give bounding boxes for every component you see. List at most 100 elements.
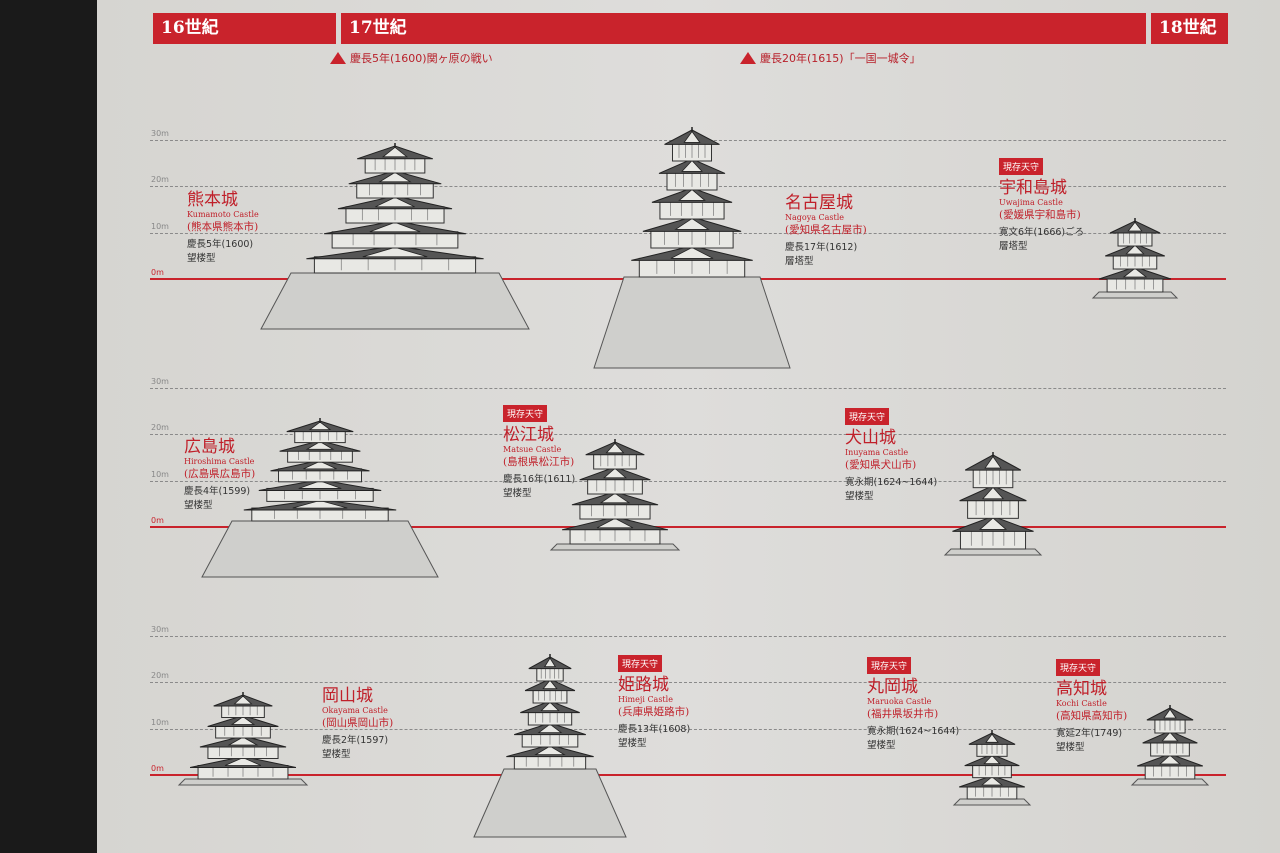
triangle-marker-icon (740, 52, 756, 64)
castle-type: 層塔型 (999, 241, 1028, 252)
castle-name: 広島城 (184, 437, 235, 457)
castle-label-nagoya: 名古屋城 Nagoya Castle (愛知県名古屋市) 慶長17年(1612)… (785, 193, 975, 269)
castle-location: (愛知県犬山市) (845, 459, 917, 471)
castle-name: 岡山城 (322, 686, 373, 706)
scale-line-t20 (150, 434, 1226, 436)
castle-english-name: Inuyama Castle (845, 448, 909, 457)
castle-label-maruoka: 現存天守 丸岡城 Maruoka Castle (福井県坂井市) 寛永期(162… (867, 654, 1057, 753)
era-16th-century: 16世紀 (153, 13, 336, 44)
extant-tenshu-badge: 現存天守 (999, 158, 1044, 175)
castle-english-name: Okayama Castle (322, 706, 388, 715)
castle-label-kochi: 現存天守 高知城 Kochi Castle (高知県高知市) 寛延2年(1749… (1056, 656, 1246, 755)
event-label: 慶長20年(1615)「一国一城令」 (760, 52, 921, 65)
castle-date: 慶長5年(1600) (187, 239, 254, 250)
castle-date: 慶長16年(1611) (503, 474, 576, 485)
castle-date: 寛永期(1624~1644) (845, 477, 938, 488)
castle-type: 望楼型 (187, 253, 216, 264)
castle-date: 慶長13年(1608) (618, 724, 691, 735)
castle-location: (島根県松江市) (503, 456, 575, 468)
event-label: 慶長5年(1600)関ヶ原の戦い (350, 52, 493, 65)
scale-line-t20 (150, 682, 1226, 684)
castle-location: (岡山県岡山市) (322, 717, 394, 729)
castle-date: 寛文6年(1666)ごろ (999, 227, 1085, 238)
triangle-marker-icon (330, 52, 346, 64)
castle-english-name: Maruoka Castle (867, 697, 932, 706)
scale-tick: 30m (151, 129, 169, 139)
castle-label-hiroshima: 広島城 Hiroshima Castle (広島県広島市) 慶長4年(1599)… (184, 437, 374, 513)
castle-label-himeji: 現存天守 姫路城 Himeji Castle (兵庫県姫路市) 慶長13年(16… (618, 652, 808, 751)
scale-line-t10 (150, 480, 1226, 482)
castle-location: (兵庫県姫路市) (618, 706, 690, 718)
scale-tick: 10m (151, 469, 169, 479)
era-17th-century: 17世紀 (341, 13, 1146, 44)
castle-date: 慶長17年(1612) (785, 242, 858, 253)
dark-edge (0, 0, 97, 853)
castle-location: (愛知県名古屋市) (785, 224, 867, 236)
era-18th-century: 18世紀 (1151, 13, 1228, 44)
scale-tick: 10m (151, 717, 169, 727)
extant-tenshu-badge: 現存天守 (1056, 659, 1101, 676)
castle-location: (高知県高知市) (1056, 710, 1128, 722)
scale-tick: 10m (151, 221, 169, 231)
castle-name: 高知城 (1056, 679, 1107, 699)
castle-english-name: Himeji Castle (618, 695, 673, 704)
castle-name: 松江城 (503, 425, 554, 445)
castle-label-inuyama: 現存天守 犬山城 Inuyama Castle (愛知県犬山市) 寛永期(162… (845, 405, 1035, 504)
castle-english-name: Hiroshima Castle (184, 457, 255, 466)
castle-label-okayama: 岡山城 Okayama Castle (岡山県岡山市) 慶長2年(1597) 望… (322, 686, 512, 762)
castle-date: 慶長2年(1597) (322, 735, 389, 746)
castle-type: 望楼型 (184, 500, 213, 511)
castle-location: (熊本県熊本市) (187, 221, 259, 233)
scale-tick: 20m (151, 175, 169, 185)
castle-type: 層塔型 (785, 256, 814, 267)
castle-name: 犬山城 (845, 428, 896, 448)
castle-name: 宇和島城 (999, 178, 1067, 198)
scale-line-t10 (150, 728, 1226, 730)
event-ikkoku-ichijo: 慶長20年(1615)「一国一城令」 (740, 50, 921, 66)
extant-tenshu-badge: 現存天守 (503, 405, 548, 422)
castle-name: 姫路城 (618, 675, 669, 695)
castle-location: (広島県広島市) (184, 468, 256, 480)
extant-tenshu-badge: 現存天守 (845, 408, 890, 425)
extant-tenshu-badge: 現存天守 (867, 657, 912, 674)
ground-line (150, 774, 1226, 776)
scale-tick: 30m (151, 377, 169, 387)
castle-type: 望楼型 (322, 749, 351, 760)
scale-tick: 0m (151, 764, 164, 773)
castle-english-name: Kumamoto Castle (187, 210, 259, 219)
castle-date: 寛永期(1624~1644) (867, 726, 960, 737)
ground-line (150, 526, 1226, 528)
castle-date: 慶長4年(1599) (184, 486, 251, 497)
scale-tick: 30m (151, 625, 169, 635)
castle-english-name: Matsue Castle (503, 445, 562, 454)
scale-tick: 20m (151, 671, 169, 681)
castle-english-name: Uwajima Castle (999, 198, 1063, 207)
castle-type: 望楼型 (845, 491, 874, 502)
castle-type: 望楼型 (867, 740, 896, 751)
castle-english-name: Nagoya Castle (785, 213, 845, 222)
scale-tick: 0m (151, 516, 164, 525)
castle-label-matsue: 現存天守 松江城 Matsue Castle (島根県松江市) 慶長16年(16… (503, 402, 693, 501)
scale-line-t30 (150, 636, 1226, 638)
castle-name: 熊本城 (187, 190, 238, 210)
castle-date: 寛延2年(1749) (1056, 728, 1123, 739)
castle-label-uwajima: 現存天守 宇和島城 Uwajima Castle (愛媛県宇和島市) 寛文6年(… (999, 155, 1189, 254)
castle-location: (福井県坂井市) (867, 708, 939, 720)
castle-english-name: Kochi Castle (1056, 699, 1107, 708)
event-sekigahara: 慶長5年(1600)関ヶ原の戦い (330, 50, 493, 66)
scale-tick: 20m (151, 423, 169, 433)
extant-tenshu-badge: 現存天守 (618, 655, 663, 672)
castle-type: 望楼型 (1056, 742, 1085, 753)
castle-type: 望楼型 (618, 738, 647, 749)
castle-name: 名古屋城 (785, 193, 853, 213)
